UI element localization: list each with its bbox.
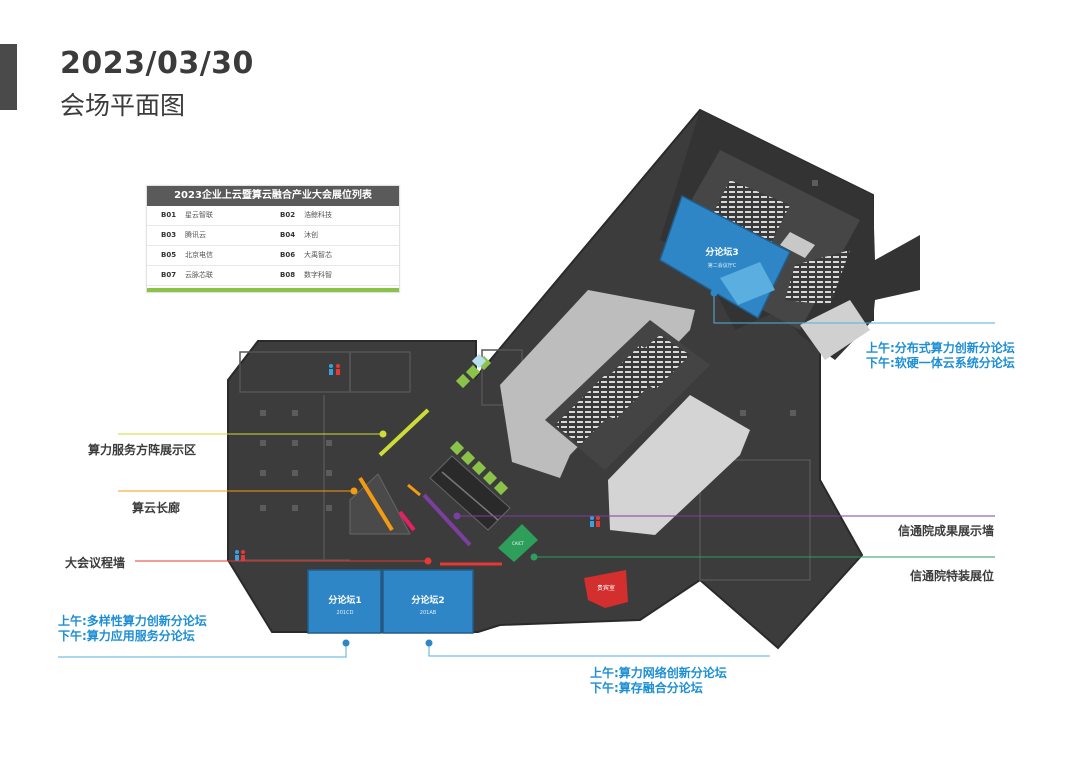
- restroom-icon: [590, 516, 600, 527]
- booth-name: 北京电信: [185, 251, 213, 259]
- booth-code: B07: [161, 271, 177, 279]
- green-booths: [449, 355, 509, 496]
- table-row: B01 星云智联 B02 浩鲸科技: [147, 206, 399, 226]
- booth-name: 云脉芯联: [185, 271, 213, 279]
- booth-code: B03: [161, 231, 177, 239]
- booth-name: 沐创: [304, 231, 318, 239]
- small-orange-bar: [407, 483, 421, 497]
- table-row: B05 北京电信 B06 大禹智芯: [147, 246, 399, 266]
- caict-booth: CAICT: [498, 524, 538, 562]
- booth-name: 浩鲸科技: [304, 211, 332, 219]
- forum3-room-number: 第二会议厅C: [708, 262, 737, 269]
- booth-code: B01: [161, 211, 177, 219]
- forum1-room-number: 201CD: [337, 610, 354, 616]
- forum1-morning-session: 上午:多样性算力创新分论坛: [58, 614, 207, 628]
- forum2-room-number: 201AB: [420, 610, 437, 616]
- forum1-name: 分论坛1: [328, 594, 361, 606]
- central-stand: [429, 455, 511, 531]
- vip-room: 贵宾室: [584, 570, 628, 608]
- forum3-morning-session: 上午:分布式算力创新分论坛: [866, 341, 1015, 355]
- booth-list-table: 2023企业上云暨算云融合产业大会展位列表 B01 星云智联 B02 浩鲸科技 B0…: [146, 185, 400, 293]
- caict-booth-name: CAICT: [512, 541, 525, 546]
- compute-matrix-bar: [378, 408, 430, 457]
- callout-agenda-wall: 大会议程墙: [65, 556, 126, 570]
- booth-code: B08: [280, 271, 296, 279]
- forum3-name: 分论坛3: [705, 246, 738, 258]
- booth-code: B06: [280, 251, 296, 259]
- pink-bar: [398, 510, 416, 532]
- restroom-icon: [329, 364, 340, 375]
- booth-code: B02: [280, 211, 296, 219]
- table-row: B07 云脉芯联 B08 数字科智: [147, 266, 399, 286]
- restroom-icon: [235, 550, 245, 561]
- booth-code: B05: [161, 251, 177, 259]
- forum2-morning-session: 上午:算力网络创新分论坛: [590, 666, 727, 680]
- caict-wall-bar: [422, 493, 472, 547]
- table-row: B03 腾讯云 B04 沐创: [147, 226, 399, 246]
- main-hall: [500, 290, 750, 535]
- booth-list-title: 2023企业上云暨算云融合产业大会展位列表: [147, 186, 399, 206]
- forum2-name: 分论坛2: [411, 594, 444, 606]
- callout-caict-wall: 信通院成果展示墙: [897, 524, 994, 538]
- side-accent-tab: [0, 44, 17, 110]
- vip-room-name: 贵宾室: [597, 584, 615, 592]
- booth-name: 大禹智芯: [304, 251, 332, 259]
- callout-lines: [58, 289, 995, 658]
- booth-code: B04: [280, 231, 296, 239]
- forum2-room: 分论坛2 201AB: [382, 569, 474, 634]
- page-date: 2023/03/30: [60, 46, 254, 81]
- forum1-room: 分论坛1 201CD: [307, 569, 382, 634]
- callout-corridor: 算云长廊: [132, 501, 181, 515]
- forum3-room: 分论坛3 第二会议厅C: [659, 194, 791, 320]
- page-subtitle: 会场平面图: [60, 91, 186, 120]
- booth-name: 数字科智: [304, 271, 332, 279]
- forum3-afternoon-session: 下午:软硬一体云系统分论坛: [866, 356, 1015, 370]
- callout-caict-booth: 信通院特装展位: [909, 569, 994, 583]
- booth-name: 星云智联: [185, 211, 213, 219]
- light-blue-booth: [471, 353, 487, 369]
- booth-name: 腾讯云: [185, 231, 206, 239]
- forum2-afternoon-session: 下午:算存融合分论坛: [590, 681, 703, 695]
- corridor-bar: [358, 476, 394, 532]
- booth-list-accent-bar: [147, 288, 399, 292]
- forum1-afternoon-session: 下午:算力应用服务分论坛: [58, 629, 195, 643]
- callout-compute-matrix: 算力服务方阵展示区: [88, 443, 197, 457]
